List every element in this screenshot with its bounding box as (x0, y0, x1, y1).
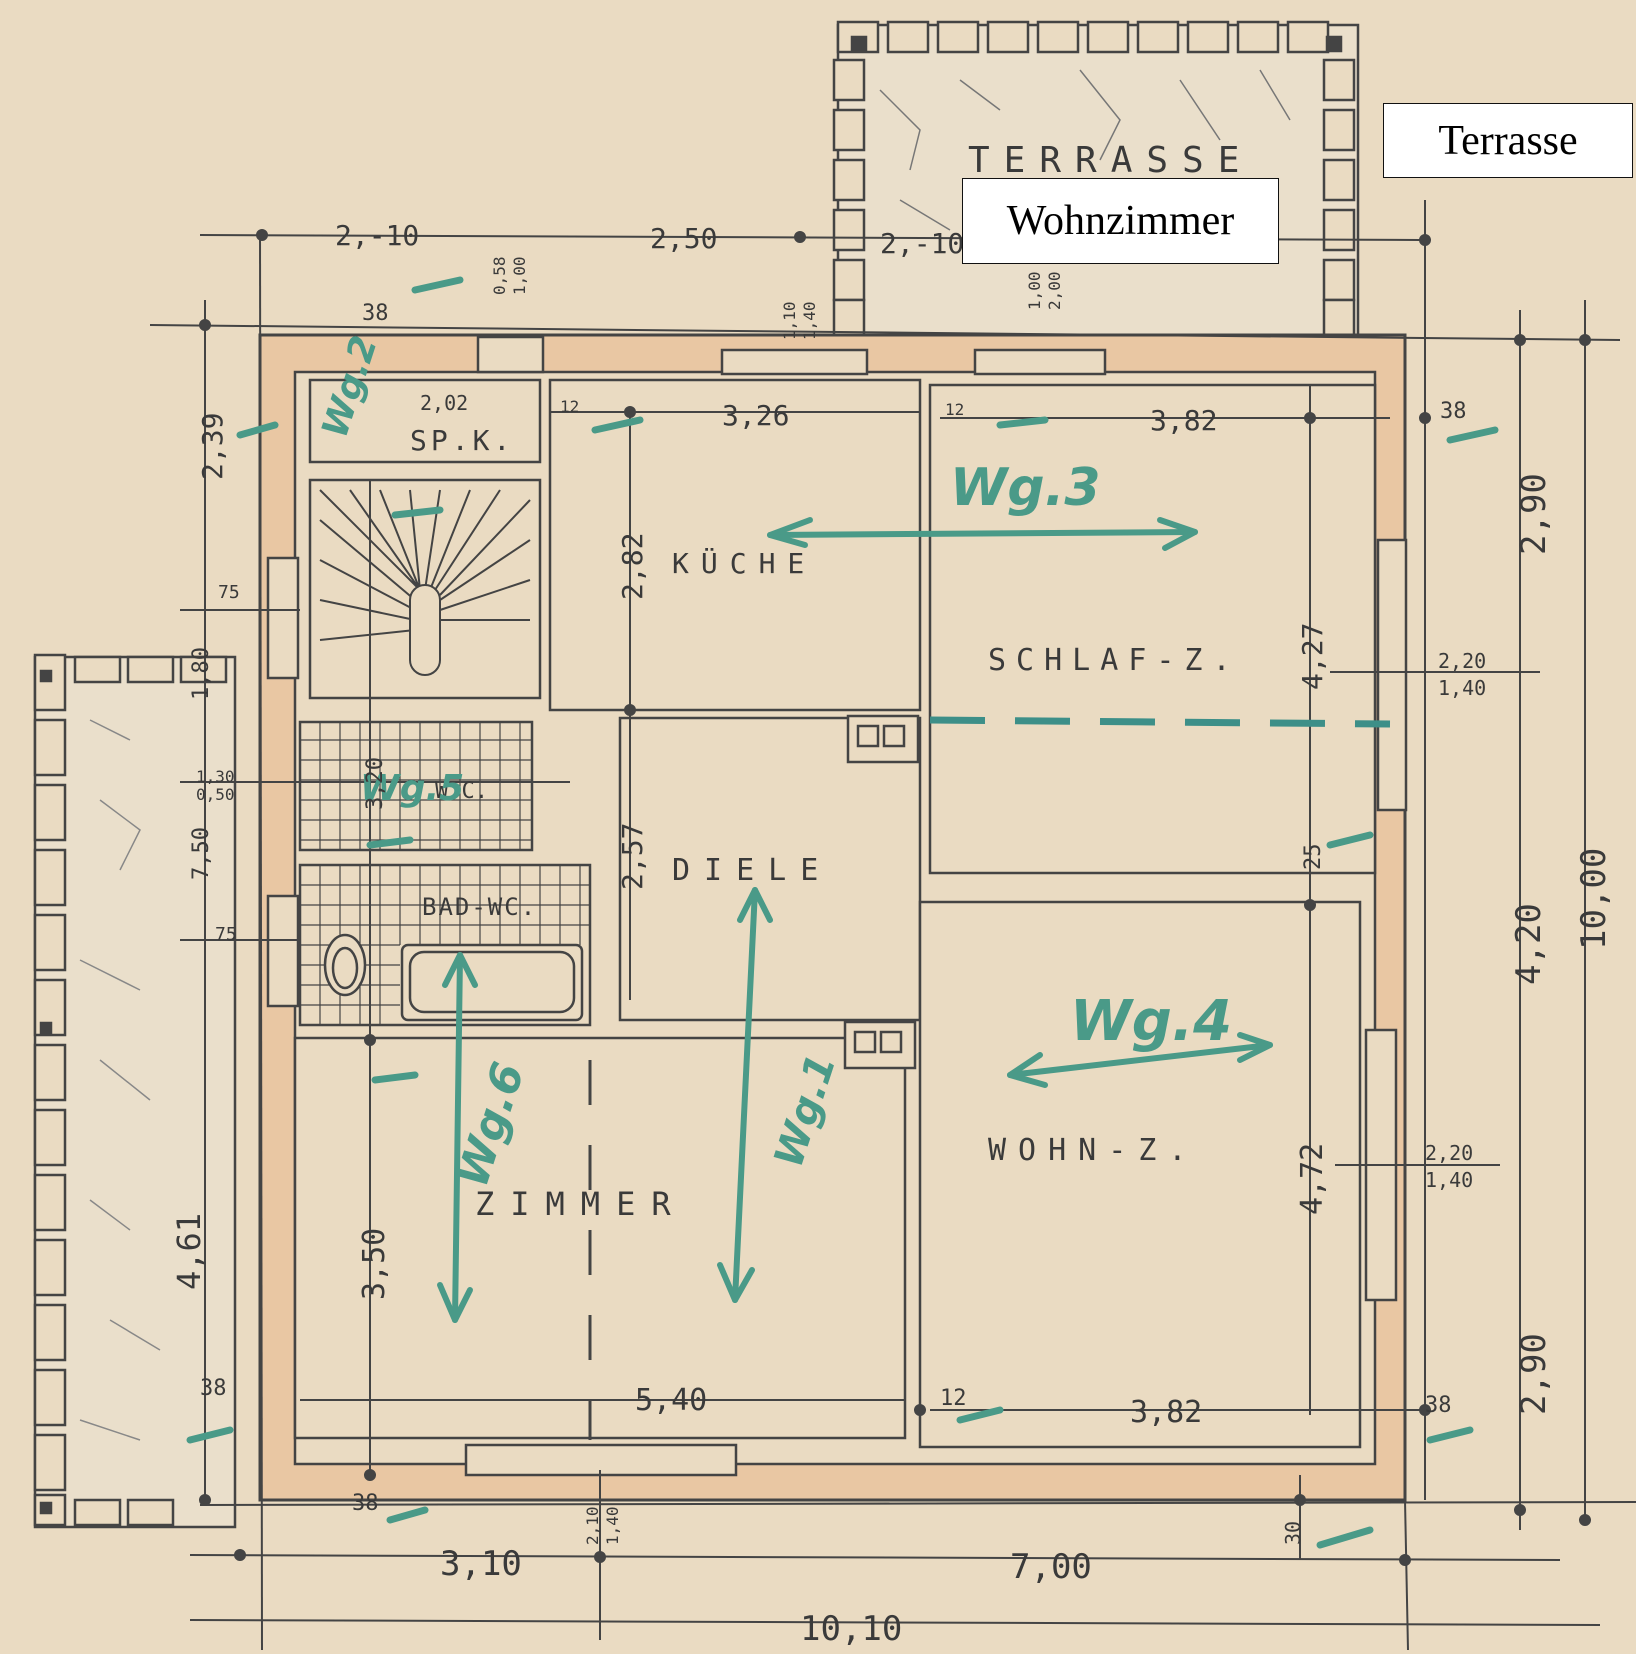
dim-7-50: 7,50 (189, 827, 214, 880)
dim-12-c: 12 (940, 1386, 967, 1411)
dim-1-30: 1,30 (196, 767, 235, 786)
dim-12-b: 12 (945, 400, 964, 419)
room-label-bad: BAD-WC. (422, 893, 537, 921)
dim-3-50: 3,50 (357, 1228, 392, 1300)
dim-38-bl2: 38 (352, 1491, 379, 1516)
overlay-label-wohnzimmer-text: Wohnzimmer (1006, 198, 1235, 244)
dim-7-00: 7,00 (1010, 1547, 1092, 1587)
dim-top-2-10: 2,-10 (335, 219, 419, 252)
chimneys (843, 714, 920, 1070)
win-2-10: 2,10 (583, 1506, 602, 1545)
dimension-lines (149, 200, 1636, 1651)
dim-25: 25 (1301, 844, 1326, 871)
dim-4-72: 4,72 (1295, 1143, 1330, 1215)
room-wohn (918, 900, 1362, 1449)
annotation-wg3: Wg.3 (950, 458, 1101, 518)
win-0-58: 0,58 (490, 256, 509, 295)
dim-10-10: 10,10 (800, 1609, 902, 1649)
dim-top-2-10b: 2,-10 (880, 227, 964, 260)
room-zimmer (293, 1036, 907, 1440)
win-1-10: 1,10 (780, 301, 799, 340)
dim-2-90-top: 2,90 (1514, 473, 1554, 555)
win-2-00: 2,00 (1045, 271, 1064, 310)
win-1-40-b: 1,40 (1425, 1168, 1473, 1192)
room-label-wohn: WOHN-Z. (988, 1133, 1198, 1168)
dashed-lines (929, 716, 1391, 728)
dim-5-40: 5,40 (635, 1383, 707, 1418)
room-spk (308, 378, 542, 464)
win-1-00: 1,00 (510, 256, 529, 295)
dim-3-82-top: 3,82 (1150, 404, 1217, 437)
interior-walls (293, 378, 1377, 1449)
dim-10-00: 10,00 (1574, 848, 1614, 950)
overlay-label-terrasse: Terrasse (1383, 103, 1633, 178)
room-diele (618, 716, 922, 1022)
dim-4-27: 4,27 (1296, 623, 1329, 690)
win-1-40d: 1,40 (603, 1506, 622, 1545)
dim-top-2-50: 2,50 (650, 222, 717, 255)
green-arrows (437, 517, 1273, 1323)
dim-3-10: 3,10 (440, 1544, 522, 1584)
overlay-label-terrasse-text: Terrasse (1438, 117, 1578, 164)
dim-0-50: 0,50 (196, 785, 235, 804)
dimension-labels: 2,-10 2,50 2,-10 38 38 38 38 38 2,39 3,2… (170, 219, 1614, 1649)
dim-75-b: 75 (215, 924, 237, 945)
dim-3-26: 3,26 (722, 399, 789, 432)
win-1-40c: 1,40 (800, 301, 819, 340)
dim-3-20: 3,20 (363, 757, 388, 810)
room-label-schlaf: SCHLAF-Z. (988, 643, 1241, 678)
room-wc (298, 720, 534, 852)
dim-12-a: 12 (560, 397, 579, 416)
green-marks (186, 276, 1499, 1549)
annotation-wg5: Wg.5 (360, 768, 464, 809)
room-label-terrasse: TERRASSE (968, 140, 1253, 181)
dim-75-a: 75 (218, 582, 240, 603)
annotation-wg4: Wg.4 (1070, 989, 1232, 1054)
dim-2-39: 2,39 (196, 413, 229, 480)
dim-2-57: 2,57 (616, 823, 649, 890)
toilet (323, 933, 367, 997)
dim-4-20: 4,20 (1509, 903, 1549, 985)
dim-38-topright: 38 (1440, 399, 1467, 424)
dim-38-top: 38 (362, 301, 389, 326)
room-label-wc: W.C. (435, 779, 488, 804)
room-label-diele: DIELE (672, 853, 832, 888)
wc-tiles (300, 722, 532, 850)
wall-openings (266, 335, 1408, 1477)
room-label-spk: SP.K. (410, 424, 514, 457)
overlay-label-wohnzimmer: Wohnzimmer (962, 178, 1279, 264)
dim-38-bl: 38 (200, 1376, 227, 1401)
room-kueche (548, 378, 922, 712)
dim-4-61: 4,61 (170, 1213, 208, 1290)
dim-3-82-bot: 3,82 (1130, 1395, 1202, 1430)
win-2-20-b: 2,20 (1425, 1141, 1473, 1165)
win-1-40-a: 1,40 (1438, 676, 1486, 700)
dim-2-82: 2,82 (616, 533, 649, 600)
dim-1-80: 1,80 (189, 647, 214, 700)
bathtub (400, 943, 584, 1022)
room-label-kueche: KÜCHE (672, 546, 816, 580)
left-terrace (33, 653, 237, 1529)
win-2-20-a: 2,20 (1438, 649, 1486, 673)
room-schlaf (928, 383, 1377, 875)
stair-lines (319, 489, 531, 676)
dim-30: 30 (1281, 1521, 1305, 1545)
dim-2-90-bot: 2,90 (1514, 1333, 1554, 1415)
room-label-zimmer: ZIMMER (475, 1185, 687, 1223)
dim-2-02: 2,02 (420, 391, 468, 415)
win-1-00b: 1,00 (1025, 271, 1044, 310)
dim-38-br: 38 (1425, 1393, 1452, 1418)
